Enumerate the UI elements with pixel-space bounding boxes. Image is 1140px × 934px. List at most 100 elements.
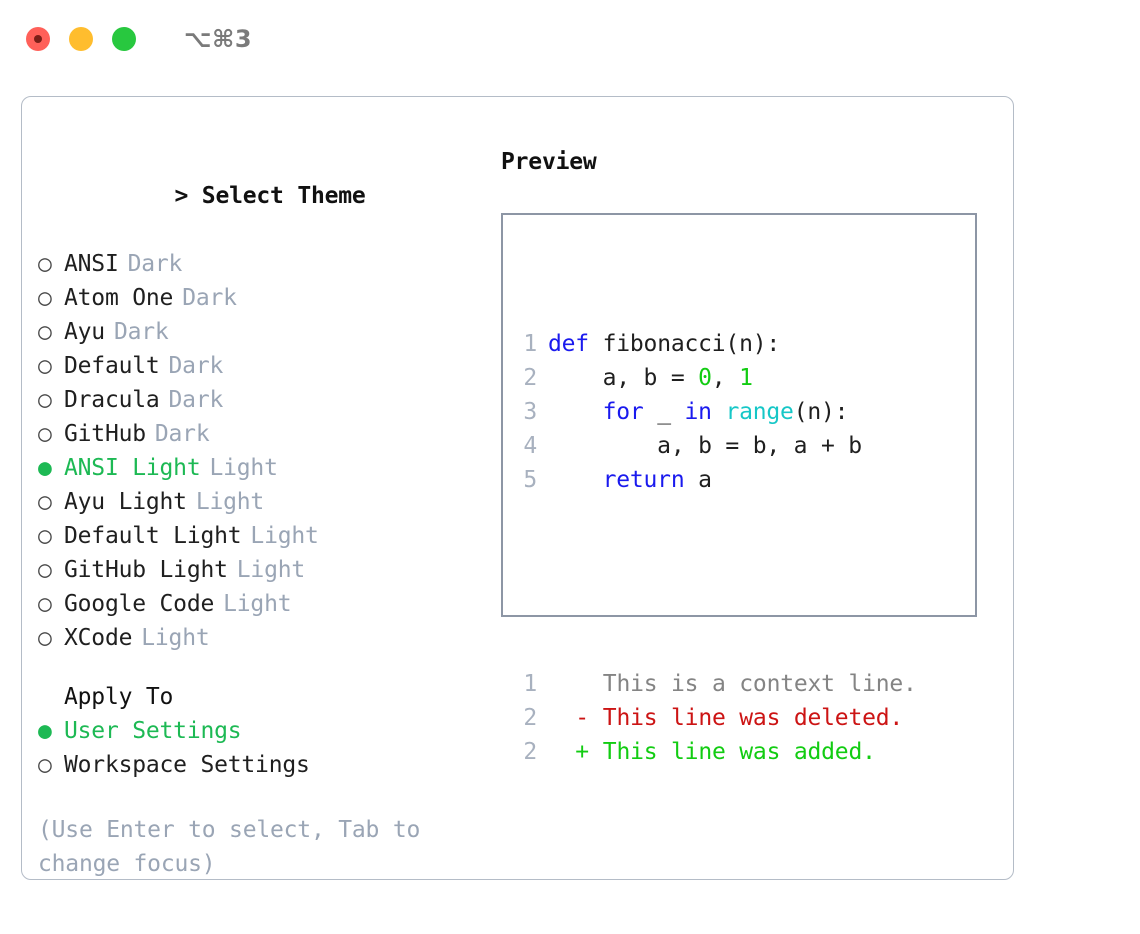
theme-variant-badge: Light — [209, 455, 278, 481]
theme-variant-badge: Dark — [168, 387, 224, 413]
prompt-caret-icon: > — [174, 183, 189, 209]
keyboard-hint: (Use Enter to select, Tab to change focu… — [38, 817, 421, 877]
code-token-plain: _ — [643, 399, 685, 425]
select-theme-heading: > Select Theme — [38, 145, 478, 247]
radio-unselected-icon: ○ — [38, 625, 52, 651]
theme-option-google-code[interactable]: ○ Google Code Light — [38, 587, 478, 621]
code-token-plain — [712, 399, 726, 425]
code-token-num: 0 — [698, 365, 712, 391]
code-line-number: 5 — [523, 467, 537, 493]
code-line-number: 1 — [523, 331, 537, 357]
radio-unselected-icon: ○ — [38, 353, 52, 379]
code-line-text: for _ in range(n): — [548, 395, 849, 429]
radio-unselected-icon: ○ — [38, 591, 52, 617]
code-token-plain: , — [711, 365, 740, 391]
radio-unselected-icon: ○ — [38, 285, 52, 311]
theme-option-label: GitHub Light — [64, 557, 228, 583]
diff-marker-deleted: - — [575, 705, 589, 731]
apply-to-option-user-settings[interactable]: ● User Settings — [38, 714, 478, 748]
radio-selected-icon: ● — [38, 455, 52, 481]
theme-variant-badge: Light — [236, 557, 306, 583]
titlebar: ⌥⌘3 — [0, 0, 1140, 78]
radio-unselected-icon: ○ — [38, 752, 52, 778]
diff-line-number: 2 — [523, 705, 537, 731]
theme-variant-badge: Light — [195, 489, 265, 515]
theme-variant-badge: Dark — [168, 353, 224, 379]
diff-marker-added: + — [575, 739, 589, 765]
radio-unselected-icon: ○ — [38, 523, 52, 549]
code-token-plain — [548, 399, 603, 425]
preview-heading: Preview — [501, 149, 597, 175]
theme-variant-badge: Dark — [127, 251, 183, 277]
code-token-plain: a, b = — [548, 365, 699, 391]
code-line: 2 a, b = 0, 1 — [511, 361, 971, 395]
diff-line-added: 2 + This line was added. — [511, 735, 971, 769]
code-token-plain: (n): — [793, 399, 849, 425]
apply-to-option-label: User Settings — [64, 718, 242, 744]
radio-unselected-icon: ○ — [38, 387, 52, 413]
diff-line-context: 1 This is a context line. — [511, 667, 971, 701]
theme-option-xcode[interactable]: ○ XCode Light — [38, 621, 478, 655]
diff-marker-context — [575, 667, 589, 701]
keyboard-shortcut-label: ⌥⌘3 — [184, 25, 253, 53]
diff-line-text: This is a context line. — [602, 671, 917, 697]
radio-unselected-icon: ○ — [38, 489, 52, 515]
minimize-window-button[interactable] — [69, 27, 93, 51]
theme-variant-badge: Light — [223, 591, 292, 617]
theme-option-default[interactable]: ○ Default Dark — [38, 349, 478, 383]
diff-line-number: 2 — [523, 739, 537, 765]
traffic-light-controls — [26, 27, 136, 51]
code-token-plain — [548, 467, 603, 493]
apply-to-heading: Apply To — [64, 684, 174, 710]
code-token-kw: in — [684, 399, 712, 425]
code-token-kw: return — [602, 467, 685, 493]
theme-option-label: ANSI — [64, 251, 119, 277]
apply-to-list: ● User Settings ○ Workspace Settings — [38, 714, 478, 782]
theme-option-label: Atom One — [64, 285, 174, 311]
theme-variant-badge: Light — [141, 625, 210, 651]
code-line: 4 a, b = b, a + b — [511, 429, 971, 463]
diff-block: 1 This is a context line. 2 - This line w… — [511, 667, 971, 769]
code-line-number: 2 — [523, 365, 537, 391]
theme-variant-badge: Dark — [113, 319, 169, 345]
code-line-text: a, b = b, a + b — [548, 429, 862, 463]
theme-option-label: Default — [64, 353, 160, 379]
section-spacer — [38, 655, 478, 680]
diff-line-body: - This line was deleted. — [548, 701, 903, 735]
theme-option-label: Ayu Light — [64, 489, 187, 515]
theme-option-label: XCode — [64, 625, 133, 651]
diff-line-text: This line was deleted. — [602, 705, 904, 731]
theme-variant-badge: Dark — [182, 285, 237, 311]
theme-option-label: Google Code — [64, 591, 215, 617]
radio-selected-icon: ● — [38, 718, 52, 744]
code-token-plain: a, b = b, a + b — [548, 433, 862, 459]
theme-variant-badge: Dark — [154, 421, 210, 447]
code-token-plain: fibonacci(n): — [588, 331, 781, 357]
code-line-number: 3 — [523, 399, 537, 425]
apply-to-option-workspace-settings[interactable]: ○ Workspace Settings — [38, 748, 478, 782]
zoom-window-button[interactable] — [112, 27, 136, 51]
theme-variant-badge: Light — [250, 523, 319, 549]
code-token-call: range — [725, 399, 794, 425]
apply-to-option-label: Workspace Settings — [64, 752, 310, 778]
close-window-button[interactable] — [26, 27, 50, 51]
code-token-num: 1 — [739, 365, 753, 391]
theme-option-atom-one[interactable]: ○ Atom One Dark — [38, 281, 478, 315]
theme-option-ayu-light[interactable]: ○ Ayu Light Light — [38, 485, 478, 519]
code-token-plain: a — [684, 467, 712, 493]
code-blank-line — [511, 565, 971, 599]
